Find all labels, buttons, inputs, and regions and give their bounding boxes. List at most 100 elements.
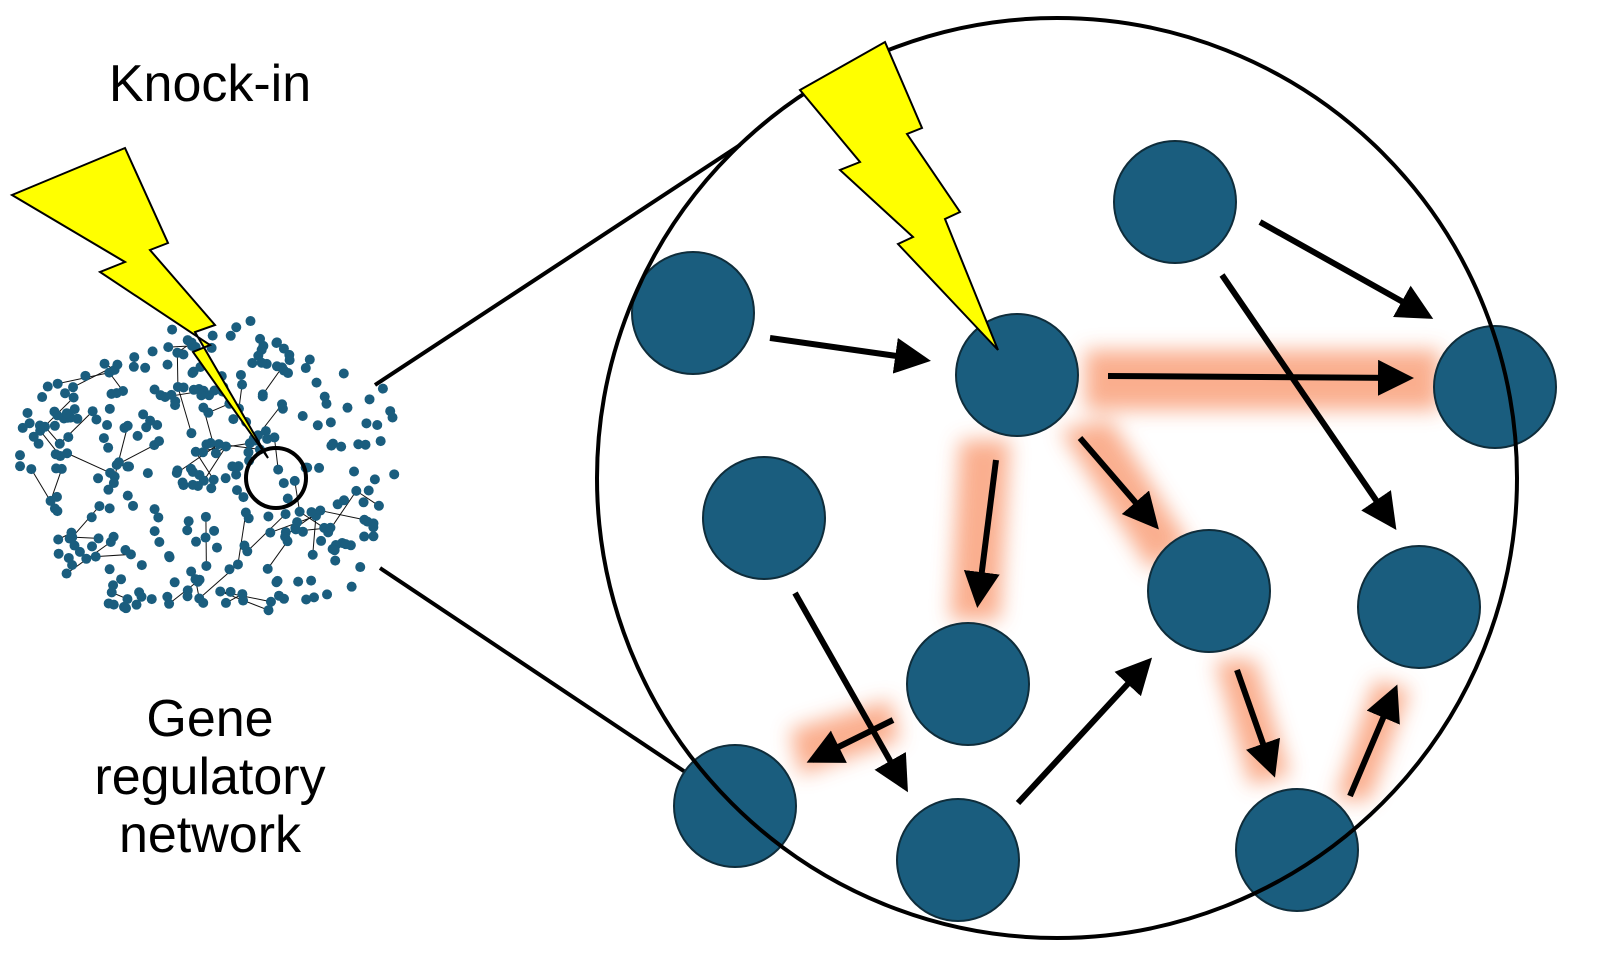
mini-node [226, 331, 236, 341]
knock-in-label: Knock-in [60, 55, 360, 113]
mini-node [238, 596, 248, 606]
mini-node [163, 360, 173, 370]
mini-node [53, 379, 63, 389]
mini-node [301, 595, 311, 605]
mini-edge [177, 353, 178, 387]
mini-node [255, 334, 265, 344]
mini-node [206, 483, 216, 493]
gene-node [956, 314, 1078, 436]
mini-node [102, 420, 112, 430]
mini-node [368, 522, 378, 532]
regulation-arrow [770, 338, 925, 360]
mini-node [122, 462, 132, 472]
mini-node [347, 582, 357, 592]
mini-node [279, 478, 289, 488]
mini-node [164, 551, 174, 561]
mini-node [199, 476, 209, 486]
mini-node [389, 469, 399, 479]
mini-node [60, 388, 70, 398]
mini-node [372, 420, 382, 430]
highlight-band [790, 700, 900, 775]
mini-node [67, 560, 77, 570]
mini-edge [67, 453, 110, 473]
mini-node [201, 533, 211, 543]
mini-node [105, 404, 115, 414]
mini-node [326, 417, 336, 427]
mini-node [239, 541, 249, 551]
mini-node [62, 569, 72, 579]
mini-node [281, 509, 291, 519]
mini-node [330, 556, 340, 566]
mini-node [70, 404, 80, 414]
mini-node [209, 526, 219, 536]
mini-node [231, 322, 241, 332]
mini-node [91, 415, 101, 425]
mini-node [355, 562, 365, 572]
mini-node [258, 391, 268, 401]
mini-node [353, 439, 363, 449]
mini-node [342, 403, 352, 413]
mini-node [15, 461, 25, 471]
mini-node [221, 598, 231, 608]
mini-node [266, 597, 276, 607]
mini-node [99, 433, 109, 443]
mini-node [66, 528, 76, 538]
mini-node [233, 559, 243, 569]
mini-node [80, 371, 90, 381]
mini-node [341, 539, 351, 549]
mini-node [104, 598, 114, 608]
mini-node [206, 438, 216, 448]
mini-node [339, 369, 349, 379]
mini-node [191, 537, 201, 547]
gene-node [1148, 530, 1270, 652]
mini-node [263, 564, 273, 574]
mini-node [306, 507, 316, 517]
mini-node [107, 587, 117, 597]
mini-node [63, 432, 73, 442]
mini-node [237, 380, 247, 390]
mini-node [186, 428, 196, 438]
mini-node [241, 508, 251, 518]
mini-node [109, 478, 119, 488]
mini-node [284, 350, 294, 360]
mini-node [349, 467, 359, 477]
mini-node [55, 439, 65, 449]
mini-node [35, 421, 45, 431]
mini-node [51, 449, 61, 459]
mini-node [326, 441, 336, 451]
mini-node [170, 577, 180, 587]
mini-node [69, 541, 79, 551]
mini-node [91, 552, 101, 562]
mini-node [123, 421, 133, 431]
mini-node [109, 532, 119, 542]
mini-node [150, 526, 160, 536]
mini-node [271, 577, 281, 587]
mini-edge [268, 541, 288, 569]
mini-node [273, 465, 283, 475]
mini-node [112, 360, 122, 370]
mini-node [298, 527, 308, 537]
mini-node [280, 532, 290, 542]
mini-node [105, 564, 115, 574]
network-label: Gene regulatory network [40, 690, 380, 865]
mini-node [23, 408, 33, 418]
mini-node [201, 512, 211, 522]
mini-node [37, 392, 47, 402]
mini-node [53, 534, 63, 544]
mini-node [170, 396, 180, 406]
mini-node [128, 501, 138, 511]
mini-node [50, 421, 60, 431]
mini-node [178, 478, 188, 488]
mini-node [194, 593, 204, 603]
mini-node [374, 501, 384, 511]
mini-node [295, 507, 305, 517]
mini-node [120, 545, 130, 555]
mini-node [263, 511, 273, 521]
mini-node [283, 368, 293, 378]
mini-node [330, 545, 340, 555]
regulation-arrow [1108, 376, 1408, 378]
mini-node [147, 594, 157, 604]
mini-node [25, 418, 35, 428]
mini-node [100, 359, 110, 369]
mini-node [293, 577, 303, 587]
